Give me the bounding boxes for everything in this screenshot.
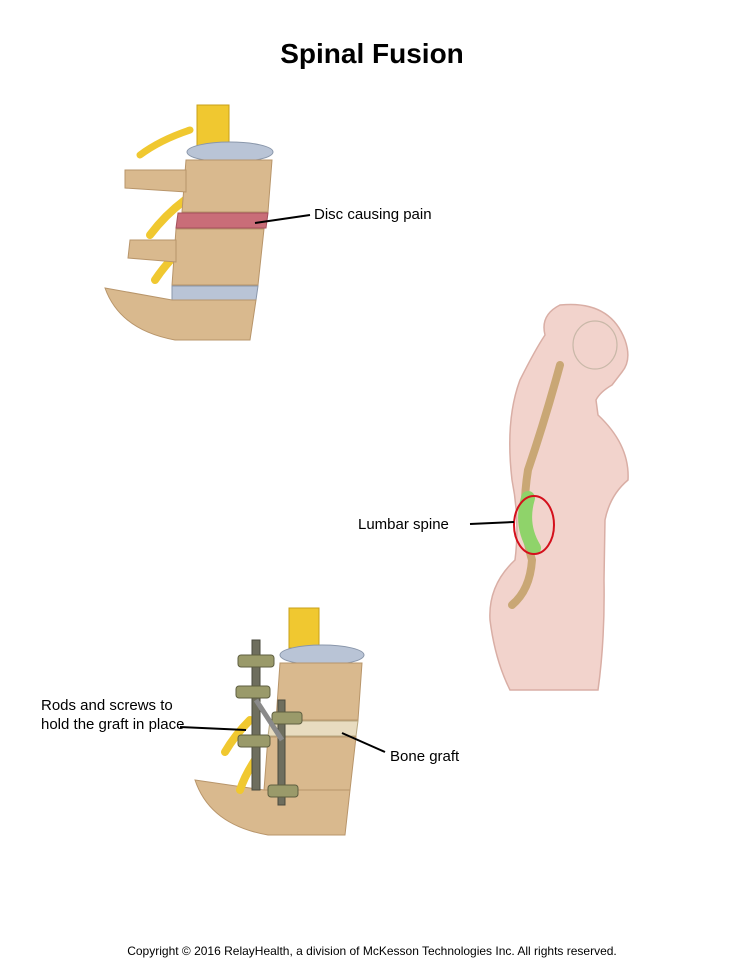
disc-leader-line <box>254 214 311 224</box>
lumbar-label: Lumbar spine <box>358 516 449 533</box>
graft-label: Bone graft <box>390 748 460 765</box>
rods-label: Rods and screws to hold the graft in pla… <box>41 697 185 733</box>
disc-label: Disc causing pain <box>314 206 432 223</box>
graft-leader-line <box>341 732 386 753</box>
fused-vertebrae-illustration <box>194 607 365 836</box>
page-title: Spinal Fusion <box>280 38 464 69</box>
vertebrae-illustration <box>104 104 274 341</box>
lumbar-leader-line <box>469 521 515 525</box>
rods-leader-line <box>179 726 247 731</box>
body-profile-illustration <box>489 303 629 691</box>
copyright-notice: Copyright © 2016 RelayHealth, a division… <box>127 944 617 958</box>
